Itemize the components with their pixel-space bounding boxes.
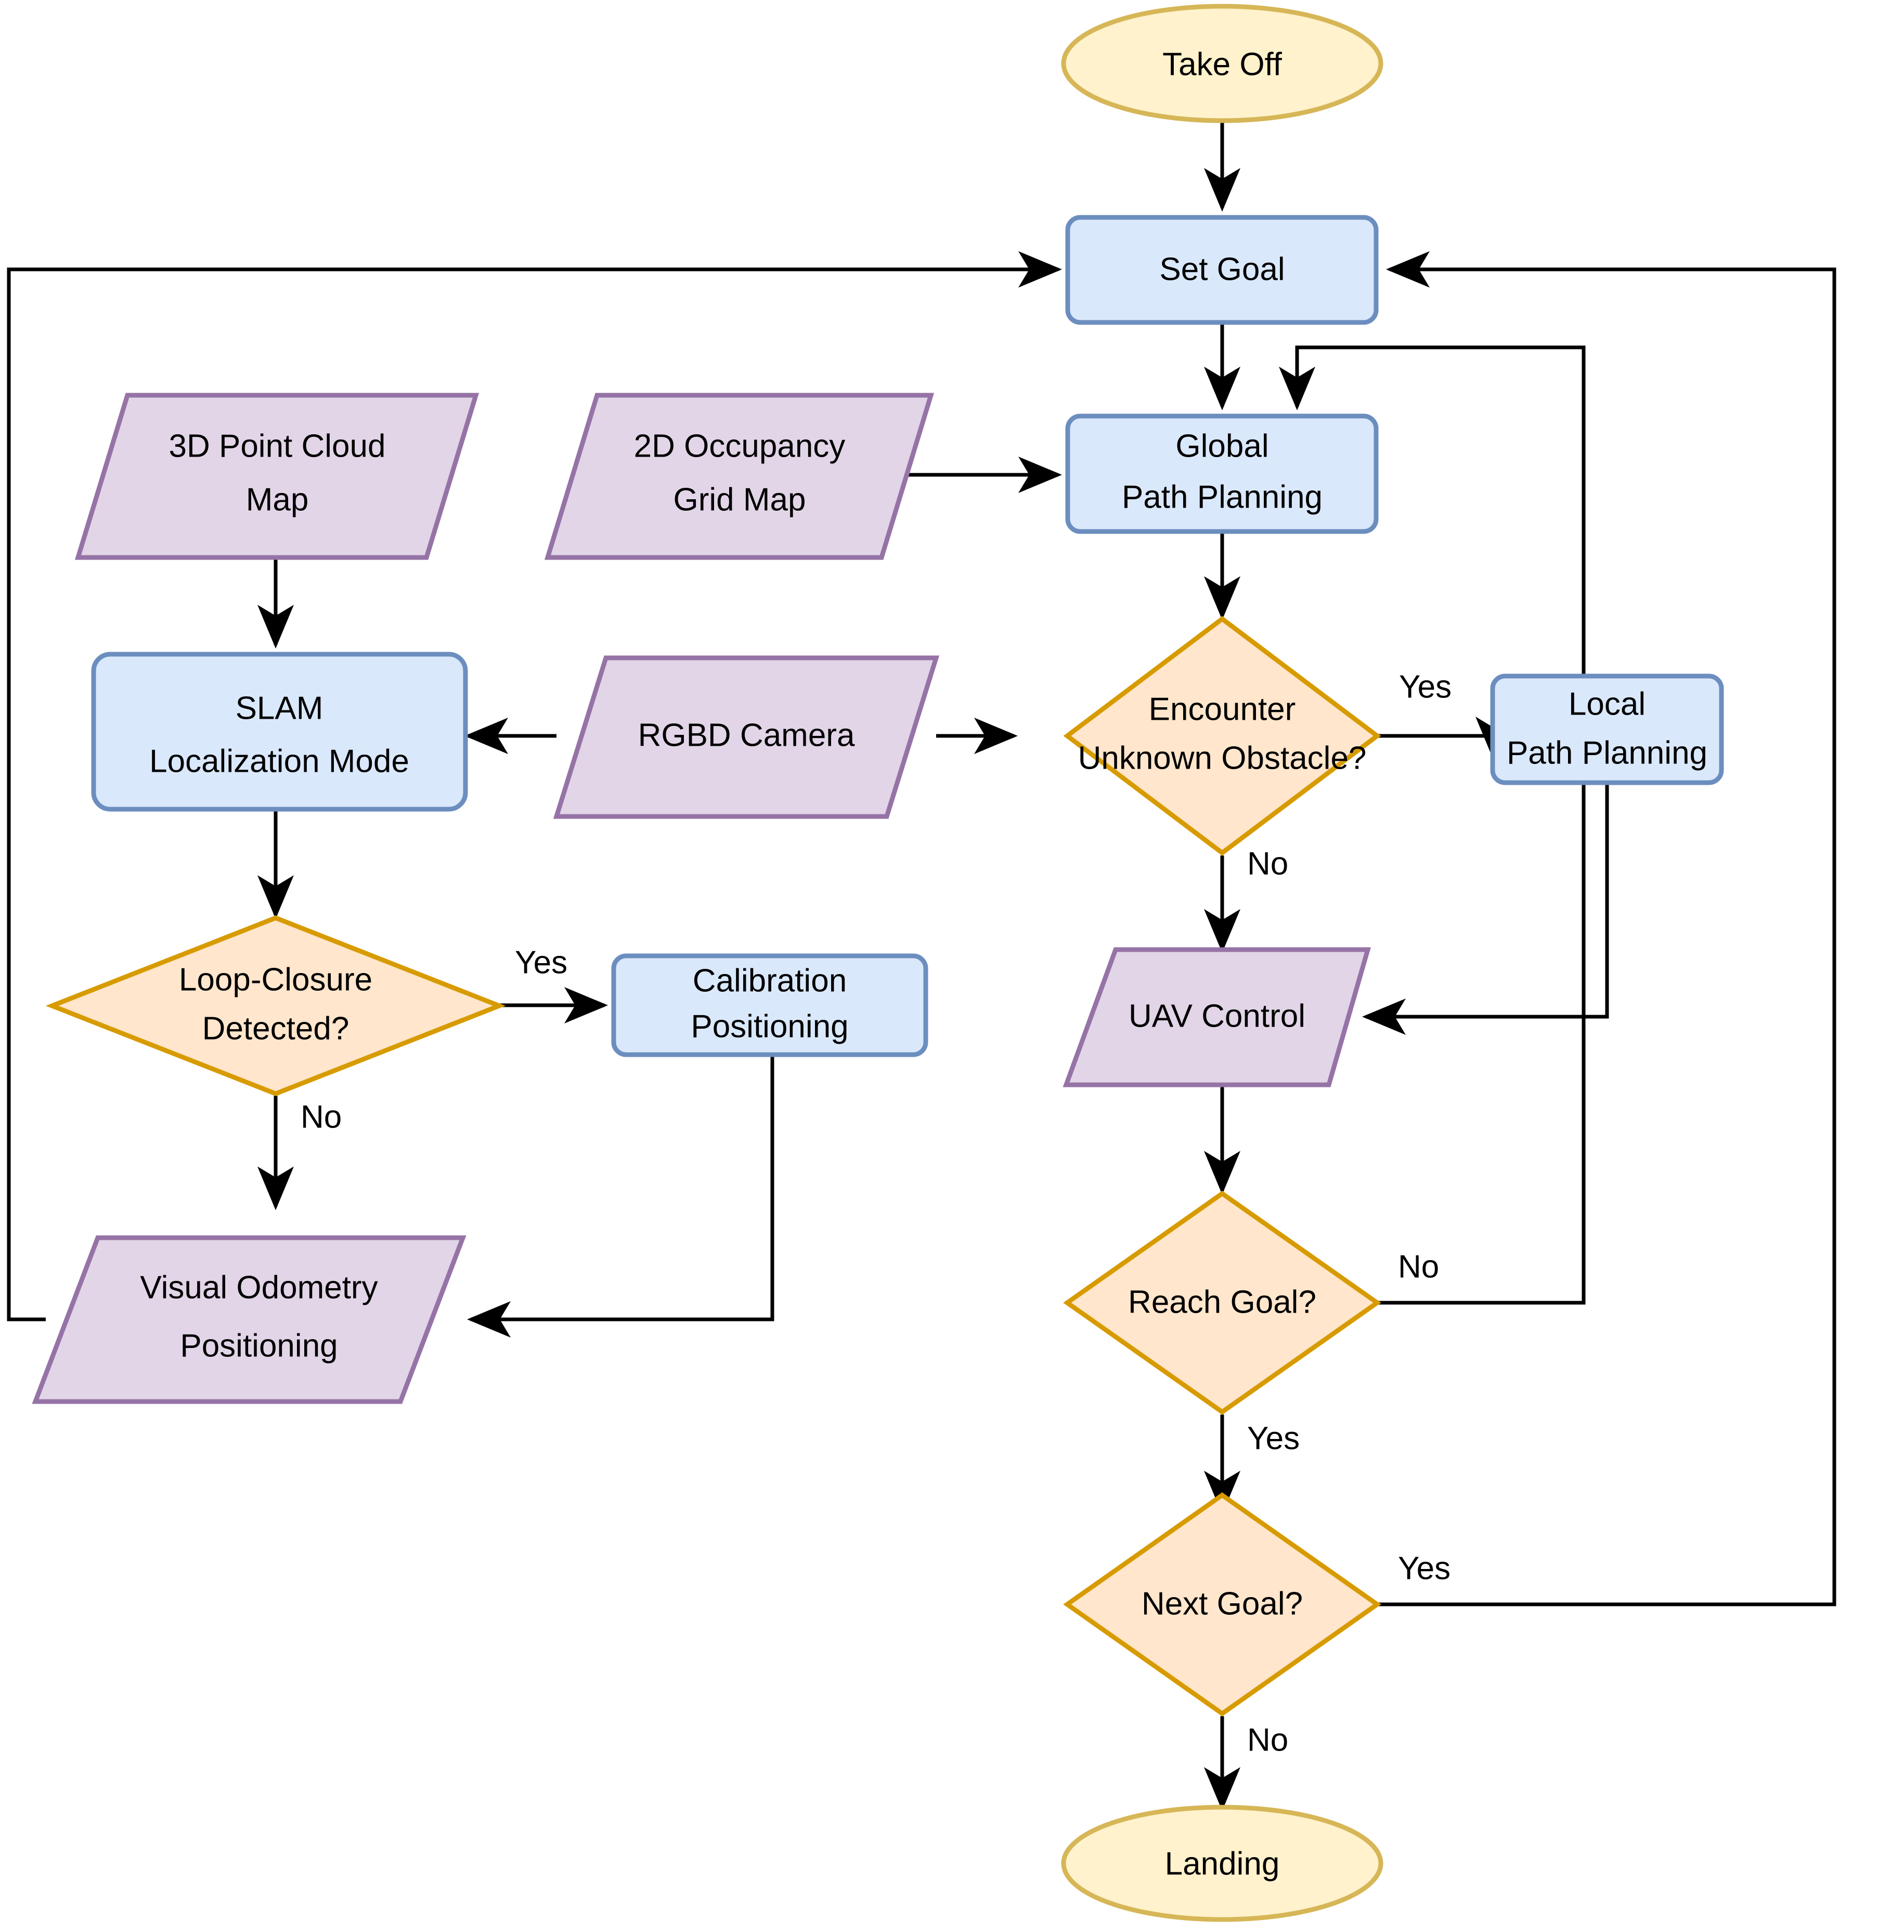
slam-box[interactable] — [91, 652, 468, 812]
point-cloud-label-line2: Map — [246, 482, 309, 517]
visual-odometry-label-line2: Positioning — [180, 1328, 338, 1364]
occupancy-label-line1: 2D Occupancy — [634, 428, 846, 464]
global-path-planning-box[interactable] — [1065, 413, 1379, 534]
node-global-path-planning[interactable]: Global Path Planning — [1065, 413, 1379, 534]
edge-label-next-yes: Yes — [1398, 1550, 1450, 1586]
next-goal-diamond[interactable] — [1063, 1492, 1381, 1717]
point-cloud-parallelogram[interactable] — [74, 393, 480, 560]
node-visual-odometry-positioning[interactable]: Visual Odometry Positioning — [32, 1235, 467, 1404]
loop-closure-diamond[interactable] — [45, 915, 506, 1096]
occupancy-parallelogram[interactable] — [544, 393, 935, 560]
edge-label-loop-no: No — [301, 1099, 342, 1135]
next-goal-label: Next Goal? — [1142, 1586, 1303, 1622]
encounter-label-line1: Encounter — [1149, 691, 1296, 727]
slam-label-line2: Localization Mode — [149, 743, 409, 779]
edge-localplan-to-uavcontrol — [1362, 783, 1609, 1035]
take-off-ellipse[interactable] — [1061, 4, 1383, 123]
edge-label-next-no: No — [1247, 1722, 1288, 1758]
rgbd-parallelogram[interactable] — [553, 655, 940, 819]
visual-odometry-parallelogram[interactable] — [32, 1235, 467, 1404]
visual-odometry-label-line1: Visual Odometry — [140, 1269, 378, 1305]
global-path-planning-label-line2: Path Planning — [1122, 479, 1323, 515]
local-path-planning-box[interactable] — [1490, 673, 1724, 785]
node-2d-occupancy-grid-map[interactable]: 2D Occupancy Grid Map — [544, 393, 935, 560]
node-rgbd-camera[interactable]: RGBD Camera — [553, 655, 940, 819]
loop-closure-label-line2: Detected? — [202, 1010, 349, 1046]
node-uav-control[interactable]: UAV Control — [1063, 947, 1371, 1087]
calibration-label-line2: Positioning — [691, 1008, 848, 1044]
edge-label-reach-no: No — [1398, 1249, 1439, 1285]
reach-goal-label: Reach Goal? — [1128, 1284, 1316, 1320]
loop-closure-label-line1: Loop-Closure — [179, 962, 372, 997]
occupancy-label-line2: Grid Map — [673, 482, 806, 517]
edge-label-reach-yes: Yes — [1247, 1420, 1300, 1456]
node-take-off[interactable]: Take Off — [1061, 4, 1383, 123]
node-encounter-unknown-obstacle[interactable]: Encounter Unknown Obstacle? — [1063, 616, 1381, 856]
reach-goal-diamond[interactable] — [1063, 1190, 1381, 1415]
edge-label-encounter-yes: Yes — [1399, 669, 1452, 705]
node-3d-point-cloud-map[interactable]: 3D Point Cloud Map — [74, 393, 480, 560]
set-goal-box[interactable] — [1065, 215, 1379, 325]
edge-visualodom-to-setgoal-loop — [7, 251, 1062, 1321]
edge-label-loop-yes: Yes — [515, 944, 567, 980]
encounter-label-line2: Unknown Obstacle? — [1078, 740, 1367, 776]
landing-ellipse[interactable] — [1061, 1805, 1383, 1922]
local-path-planning-label-line1: Local — [1569, 686, 1646, 722]
global-path-planning-label-line1: Global — [1175, 428, 1268, 464]
node-next-goal[interactable]: Next Goal? — [1063, 1492, 1381, 1717]
node-local-path-planning[interactable]: Local Path Planning — [1490, 673, 1724, 785]
calibration-box[interactable] — [611, 953, 928, 1057]
slam-label-line1: SLAM — [236, 690, 323, 726]
edge-encounter-yes-to-localplan — [1377, 717, 1512, 760]
local-path-planning-label-line2: Path Planning — [1507, 735, 1707, 771]
rgbd-label: RGBD Camera — [638, 717, 855, 753]
node-calibration-positioning[interactable]: Calibration Positioning — [611, 953, 928, 1057]
calibration-label-line1: Calibration — [693, 963, 847, 999]
encounter-diamond[interactable] — [1063, 616, 1381, 856]
node-slam-localization-mode[interactable]: SLAM Localization Mode — [91, 652, 468, 812]
node-set-goal[interactable]: Set Goal — [1065, 215, 1379, 325]
node-reach-goal[interactable]: Reach Goal? — [1063, 1190, 1381, 1415]
point-cloud-label-line1: 3D Point Cloud — [169, 428, 385, 464]
edge-labels-layer: Yes No Yes No No Yes Yes No — [301, 669, 1452, 1758]
take-off-label: Take Off — [1162, 46, 1283, 82]
set-goal-label: Set Goal — [1159, 251, 1285, 287]
landing-label: Landing — [1165, 1846, 1280, 1882]
edge-reachgoal-no-to-globalplan-loop — [1279, 345, 1586, 1305]
edge-calibration-to-visualodom — [467, 1053, 774, 1338]
uav-control-parallelogram[interactable] — [1063, 947, 1371, 1087]
edge-nextgoal-yes-to-setgoal-loop — [1377, 251, 1836, 1606]
node-loop-closure-detected[interactable]: Loop-Closure Detected? — [45, 915, 506, 1096]
node-landing[interactable]: Landing — [1061, 1805, 1383, 1922]
uav-control-label: UAV Control — [1129, 998, 1305, 1034]
edge-label-encounter-no: No — [1247, 846, 1288, 881]
